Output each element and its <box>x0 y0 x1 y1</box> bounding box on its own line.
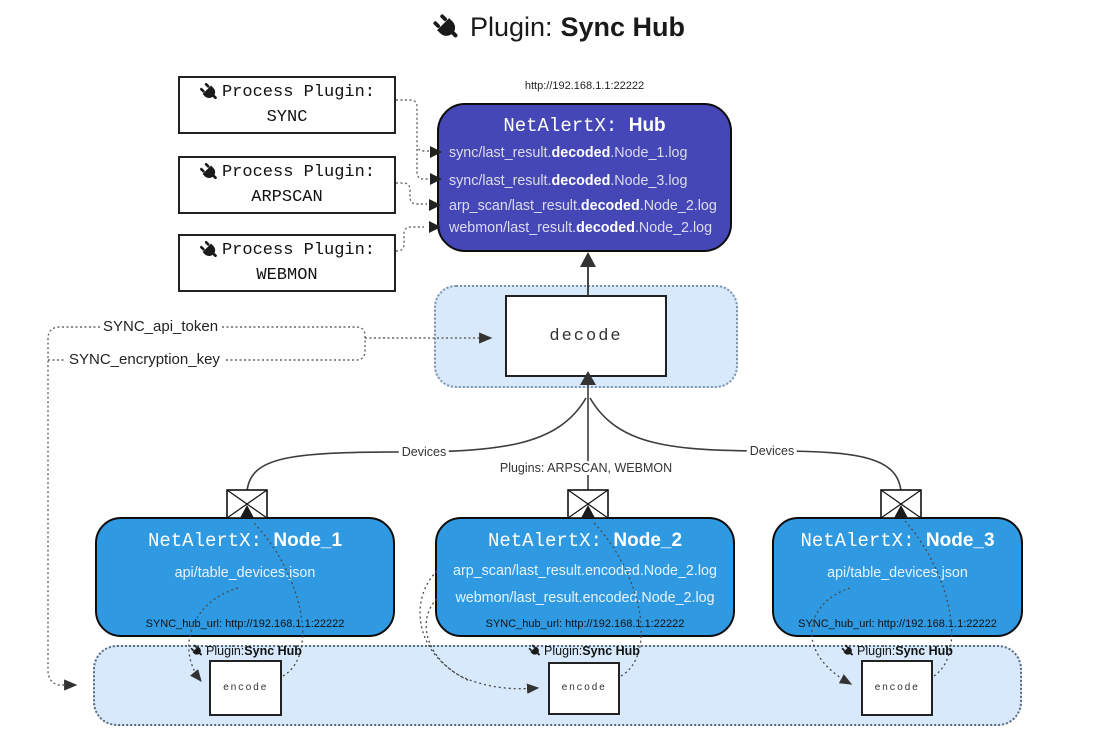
hub-title: NetAlertX: Hub <box>503 115 666 137</box>
encode-box: encode <box>861 660 933 716</box>
hub-log-line: webmon/last_result.decoded.Node_2.log <box>449 220 713 236</box>
hub-log-line: arp_scan/last_result.decoded.Node_2.log <box>449 198 717 214</box>
node-box-node2: NetAlertX: Node_2 arp_scan/last_result.e… <box>435 517 735 637</box>
sync-encryption-key-label: SYNC_encryption_key <box>66 351 223 368</box>
envelope-icon <box>567 489 609 519</box>
node-file-line: webmon/last_result.encoded.Node_2.log <box>455 590 715 606</box>
node-hub-url: SYNC_hub_url: http://192.168.1.1:22222 <box>485 618 685 630</box>
process-plugin-box-sync: Process Plugin: SYNC <box>178 76 396 134</box>
process-plugin-name: SYNC <box>266 108 308 127</box>
process-plugin-label: Process Plugin: <box>221 163 376 182</box>
node-hub-url: SYNC_hub_url: http://192.168.1.1:22222 <box>798 618 997 630</box>
plug-icon <box>841 644 853 656</box>
node-title: NetAlertX: Node_1 <box>147 530 343 552</box>
plug-icon <box>433 13 458 37</box>
plug-icon <box>199 162 217 180</box>
band-plugin-label: Plugin: Sync Hub <box>841 644 953 658</box>
edge-label-plugins: Plugins: ARPSCAN, WEBMON <box>496 461 676 475</box>
node-title: NetAlertX: Node_2 <box>487 530 683 552</box>
process-plugin-box-webmon: Process Plugin: WEBMON <box>178 234 396 292</box>
plug-icon <box>528 644 540 656</box>
band-plugin-label: Plugin: Sync Hub <box>528 644 640 658</box>
envelope-icon <box>880 489 922 519</box>
band-plugin-label: Plugin: Sync Hub <box>190 644 302 658</box>
node-file-line: api/table_devices.json <box>827 565 968 581</box>
plug-icon <box>199 82 217 100</box>
title-name: Sync Hub <box>560 12 686 42</box>
process-plugin-label: Process Plugin: <box>221 241 376 260</box>
node-file-line: arp_scan/last_result.encoded.Node_2.log <box>453 563 717 579</box>
hub-log-line: sync/last_result.decoded.Node_3.log <box>449 173 688 189</box>
decode-box: decode <box>505 295 667 377</box>
plug-icon <box>190 644 202 656</box>
node-file-line: api/table_devices.json <box>174 565 316 581</box>
process-plugin-box-arpscan: Process Plugin: ARPSCAN <box>178 156 396 214</box>
title-prefix: Plugin: <box>469 12 553 42</box>
node-box-node3: NetAlertX: Node_3 api/table_devices.json… <box>772 517 1023 637</box>
process-plugin-label: Process Plugin: <box>221 83 376 102</box>
process-plugin-name: WEBMON <box>256 266 318 285</box>
edge-label-devices-left: Devices <box>398 445 450 459</box>
hub-log-line: sync/last_result.decoded.Node_1.log <box>449 145 688 161</box>
node-box-node1: NetAlertX: Node_1 api/table_devices.json… <box>95 517 395 637</box>
hub-url-label: http://192.168.1.1:22222 <box>524 80 645 92</box>
connector-processplugins-to-hub <box>396 99 429 252</box>
encode-box: encode <box>209 660 282 716</box>
sync-api-token-label: SYNC_api_token <box>100 318 222 335</box>
process-plugin-name: ARPSCAN <box>251 188 323 207</box>
page-title: Plugin: Sync Hub <box>0 12 1117 43</box>
plug-icon <box>199 240 217 258</box>
encode-box: encode <box>548 662 620 715</box>
envelope-icon <box>226 489 268 519</box>
hub-box: NetAlertX: Hub sync/last_result.decoded.… <box>437 103 732 252</box>
node-hub-url: SYNC_hub_url: http://192.168.1.1:22222 <box>145 618 345 630</box>
node-title: NetAlertX: Node_3 <box>800 530 995 552</box>
edge-label-devices-right: Devices <box>746 444 798 458</box>
